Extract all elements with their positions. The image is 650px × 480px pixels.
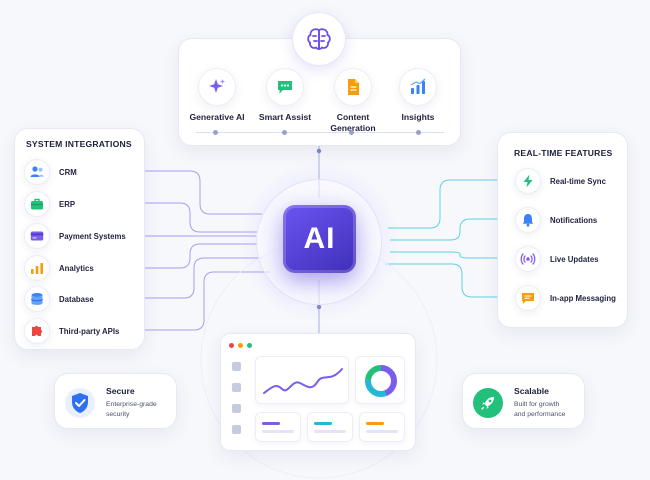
integration-analytics[interactable]: Analytics <box>24 255 94 281</box>
feature-label: Live Updates <box>550 254 599 264</box>
window-controls <box>229 343 252 348</box>
sparkle-icon <box>198 68 236 106</box>
dashboard-preview <box>220 333 416 451</box>
feature-in-app-messaging[interactable]: In-app Messaging <box>515 285 616 311</box>
badge-subtitle: Enterprise-grade security <box>106 401 157 418</box>
bar-chart-icon <box>399 68 437 106</box>
system-integrations-card: SYSTEM INTEGRATIONS CRM ERP Payment Syst… <box>14 128 145 350</box>
scalable-badge: Scalable Built for growth and performanc… <box>462 373 585 429</box>
realtime-features-card: REAL-TIME FEATURES Real-time Sync Notifi… <box>497 132 628 328</box>
integration-payment-systems[interactable]: Payment Systems <box>24 223 126 249</box>
stat-widget <box>359 412 405 442</box>
minimize-dot <box>238 343 243 348</box>
settings-icon <box>231 425 241 434</box>
feature-label: Insights <box>401 112 435 122</box>
badge-subtitle: Built for growth and performance <box>514 401 566 418</box>
feature-generative-ai[interactable]: Generative AI <box>177 68 257 123</box>
integration-label: Database <box>59 294 94 304</box>
feature-label: Real-time Sync <box>550 176 606 186</box>
feature-content-generation[interactable]: Content Generation <box>313 68 393 134</box>
message-icon <box>515 285 541 311</box>
feature-label: In-app Messaging <box>550 293 616 303</box>
home-icon <box>231 362 241 371</box>
feature-smart-assist[interactable]: Smart Assist <box>245 68 325 123</box>
broadcast-icon <box>515 246 541 272</box>
feature-label: Content Generation <box>330 112 376 133</box>
bell-icon <box>515 207 541 233</box>
integration-third-party-apis[interactable]: Third-party APIs <box>24 318 119 344</box>
maximize-dot <box>247 343 252 348</box>
brain-icon <box>292 12 346 66</box>
integration-label: CRM <box>59 167 77 177</box>
stat-widget <box>307 412 353 442</box>
feature-insights[interactable]: Insights <box>378 68 458 123</box>
integration-label: ERP <box>59 199 76 209</box>
badge-title: Secure <box>106 386 135 396</box>
integration-label: Payment Systems <box>59 231 126 241</box>
integration-erp[interactable]: ERP <box>24 191 75 217</box>
close-dot <box>229 343 234 348</box>
integration-crm[interactable]: CRM <box>24 159 77 185</box>
ai-label: AI <box>303 222 336 255</box>
feature-live-updates[interactable]: Live Updates <box>515 246 599 272</box>
integration-label: Analytics <box>59 263 94 273</box>
users-icon <box>24 159 50 185</box>
lightning-icon <box>515 168 541 194</box>
donut-chart-widget <box>355 356 405 404</box>
feature-real-time-sync[interactable]: Real-time Sync <box>515 168 606 194</box>
panel-title: REAL-TIME FEATURES <box>514 148 613 158</box>
credit-card-icon <box>24 223 50 249</box>
shield-check-icon <box>65 388 95 418</box>
feature-label: Generative AI <box>189 112 245 122</box>
stat-widget <box>255 412 301 442</box>
feature-label: Notifications <box>550 215 598 225</box>
divider-dot <box>416 130 421 135</box>
chat-bubble-icon <box>266 68 304 106</box>
rocket-icon <box>473 388 503 418</box>
chart-icon <box>231 404 241 413</box>
ai-core-chip[interactable]: AI <box>283 205 356 273</box>
grid-icon <box>231 383 241 392</box>
divider <box>196 132 444 133</box>
integration-label: Third-party APIs <box>59 326 120 336</box>
feature-notifications[interactable]: Notifications <box>515 207 597 233</box>
divider-dot <box>213 130 218 135</box>
bar-chart-icon <box>24 255 50 281</box>
database-icon <box>24 286 50 312</box>
secure-badge: Secure Enterprise-grade security <box>54 373 177 429</box>
briefcase-icon <box>24 191 50 217</box>
panel-title: SYSTEM INTEGRATIONS <box>26 139 132 149</box>
line-chart-widget <box>255 356 349 404</box>
puzzle-icon <box>24 318 50 344</box>
feature-label: Smart Assist <box>258 112 312 122</box>
integration-database[interactable]: Database <box>24 286 94 312</box>
document-icon <box>334 68 372 106</box>
divider-dot <box>349 130 354 135</box>
divider-dot <box>282 130 287 135</box>
dashboard-sidebar <box>227 356 245 446</box>
badge-title: Scalable <box>514 386 549 396</box>
